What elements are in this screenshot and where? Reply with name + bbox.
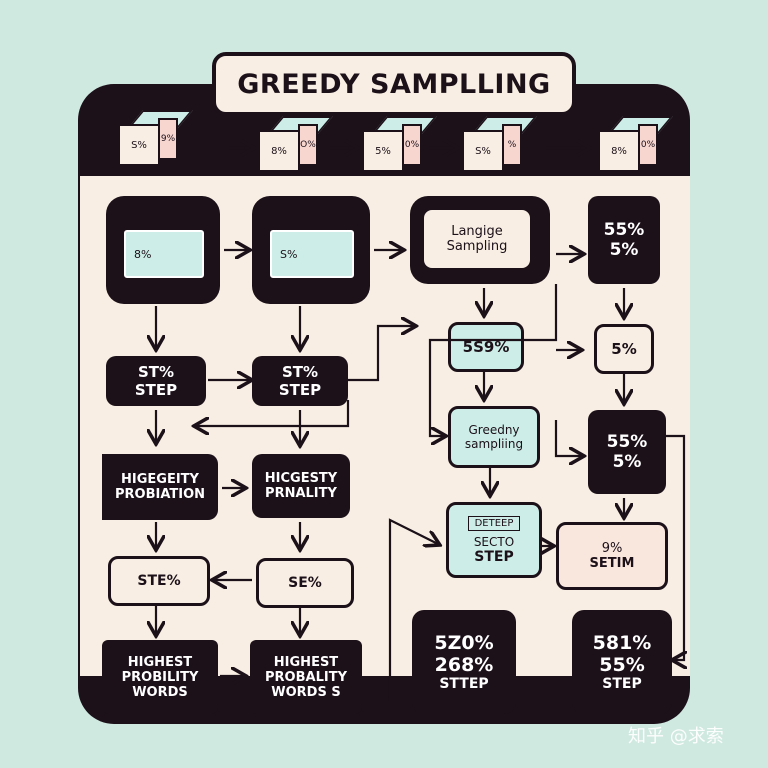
left-words-line2: PROBILITY <box>121 669 199 685</box>
block-stack-1-label: 8% <box>134 247 152 261</box>
fourth-bottom-box: 581% 55% STEP <box>572 610 672 714</box>
setim-line2: SETIM <box>589 556 635 571</box>
top-cube-3: 5%0% <box>362 116 438 172</box>
left-words-line1: HIGHEST <box>127 654 193 670</box>
step-box-line2: STEP <box>474 548 514 565</box>
fourth-bottom-line3: STEP <box>602 676 642 692</box>
second-step-line1: ST% <box>281 363 319 381</box>
second-step-box: ST% STEP <box>252 356 348 406</box>
pct-box: 5S9% <box>448 322 524 372</box>
block-stack-2-label: S% <box>280 247 298 261</box>
second-prob-line1: HICGESTY <box>264 471 338 486</box>
left-step-line1: ST% <box>137 363 175 381</box>
left-step-box: ST% STEP <box>106 356 206 406</box>
setim-box: 9% SETIM <box>556 522 668 590</box>
second-words-line2: PROBALITY <box>265 669 347 685</box>
third-bottom-line1: 5Z0% <box>434 632 494 654</box>
fourth-bottom-line1: 581% <box>592 632 652 654</box>
watermark: 知乎 @求索 <box>628 726 724 747</box>
langige-line2: Sampling <box>446 239 508 254</box>
step-box-tag: DETEEP <box>467 515 521 531</box>
fourth-top-line2: 5% <box>609 240 639 260</box>
second-words-line3: WORDS S <box>271 684 341 700</box>
diagram-title: GREEDY SAMPLLING <box>212 52 576 116</box>
left-words-line3: WORDS <box>132 684 188 700</box>
loop-bottom <box>388 518 438 700</box>
top-cube-2: 8%O% <box>258 116 334 172</box>
block-stack-1: 8% <box>106 196 220 304</box>
second-step-line2: STEP <box>278 381 322 399</box>
third-bottom-box: 5Z0% 268% STTEP <box>412 610 516 714</box>
second-ste-box: SE% <box>256 558 354 608</box>
fourth-mid-line2: 5% <box>612 452 642 472</box>
block-stack-2: S% <box>252 196 370 304</box>
setim-line1: 9% <box>601 541 623 556</box>
top-cube-4: S%% <box>462 116 538 172</box>
fourth-top-box: 55% 5% <box>588 196 660 284</box>
greedy-box: Greedny sampliing <box>448 406 540 468</box>
left-ste-box: STE% <box>108 556 210 606</box>
step-box: DETEEP SECTO STEP <box>446 502 542 578</box>
third-bottom-line3: STTEP <box>439 676 489 692</box>
left-words-box: HIGHEST PROBILITY WORDS <box>102 640 218 714</box>
loop-right <box>664 434 684 660</box>
left-step-line2: STEP <box>134 381 178 399</box>
langige-line1: Langige <box>451 224 503 239</box>
step-box-line1: SECTO <box>473 534 515 549</box>
loop-second-step <box>348 326 414 382</box>
second-prob-box: HICGESTY PRNALITY <box>252 454 350 518</box>
top-cube-5: 8%0% <box>598 116 674 172</box>
fourth-small-box: 5% <box>594 324 654 374</box>
fourth-mid-box: 55% 5% <box>588 410 666 494</box>
left-prob-box: HIGEGEITY PROBIATION <box>102 454 218 520</box>
second-words-line1: HIGHEST <box>273 654 339 670</box>
second-words-box: HIGHEST PROBALITY WORDS S <box>250 640 362 714</box>
fourth-top-line1: 55% <box>603 220 645 240</box>
arrow-mid <box>554 420 582 456</box>
langige-box: Langige Sampling <box>410 196 550 284</box>
third-bottom-line2: 268% <box>434 654 494 676</box>
greedy-line2: sampliing <box>464 437 524 451</box>
second-prob-line2: PRNALITY <box>265 486 337 501</box>
greedy-line1: Greedny <box>468 423 520 437</box>
fourth-mid-line1: 55% <box>606 432 648 452</box>
loop-back <box>196 400 350 426</box>
fourth-bottom-line2: 55% <box>599 654 645 676</box>
loop-langige <box>428 284 558 436</box>
top-cube-1: S%9% <box>118 110 194 166</box>
